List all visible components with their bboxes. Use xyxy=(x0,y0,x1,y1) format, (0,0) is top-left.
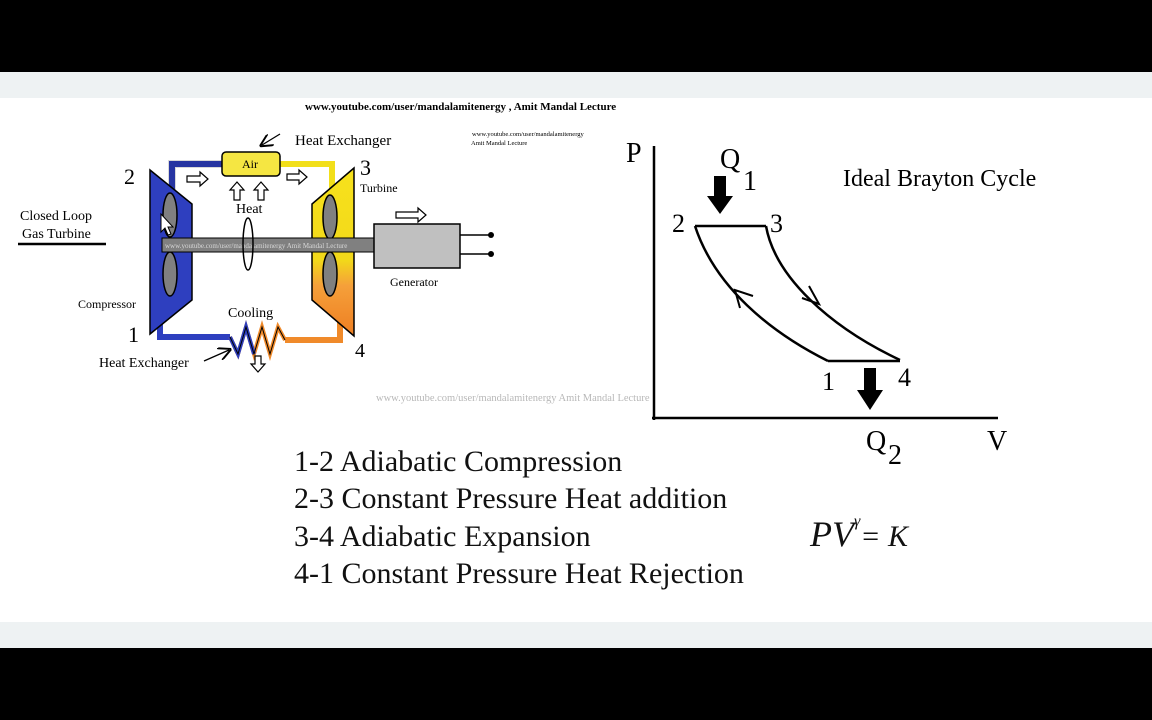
shaft-watermark: www.youtube.com/user/mandalamitenergy Am… xyxy=(165,242,347,250)
heat-exchanger-top-label: Heat Exchanger xyxy=(295,133,391,149)
top-letterbox xyxy=(0,0,1152,72)
q1-subscript: 1 xyxy=(743,166,757,197)
slide-top-stripe xyxy=(0,72,1152,98)
generator-output-arrow xyxy=(395,206,427,224)
watermark-bottom: www.youtube.com/user/mandalamitenergy Am… xyxy=(376,393,650,404)
generator-terminal-2 xyxy=(488,251,494,257)
turbine-label: Turbine xyxy=(360,181,398,195)
pv-point-2: 2 xyxy=(672,209,685,238)
bottom-letterbox xyxy=(0,648,1152,720)
pv-point-4: 4 xyxy=(898,363,911,392)
q1-label: Q xyxy=(720,144,740,175)
generator-label: Generator xyxy=(390,275,438,289)
pv-diagram: P V Q 1 Q 2 2 3 1 4 Ideal Brayton Cycle xyxy=(626,138,1036,471)
q2-subscript: 2 xyxy=(888,440,902,471)
slide: www.youtube.com/user/mandalamitenergy , … xyxy=(0,72,1152,648)
flow-arrow-2 xyxy=(286,168,308,186)
air-box xyxy=(221,151,281,177)
expansion-direction-arrow xyxy=(801,285,822,306)
heat-exchanger-bottom-label: Heat Exchanger xyxy=(99,356,189,371)
heat-label: Heat xyxy=(236,202,263,217)
turbine-blade-upper xyxy=(322,194,338,240)
compressor-label: Compressor xyxy=(78,297,136,311)
air-label: Air xyxy=(242,157,258,171)
process-3-4-curve xyxy=(764,225,901,362)
compression-direction-arrow xyxy=(733,288,754,309)
schematic-point-2: 2 xyxy=(124,164,135,189)
q2-label: Q xyxy=(866,426,886,457)
formula-exponent: γ xyxy=(853,513,861,530)
heat-exchanger-bottom-pointer xyxy=(203,350,229,362)
axis-p-label: P xyxy=(626,138,642,169)
schematic-point-4: 4 xyxy=(355,340,365,362)
heat-exchanger-top-pointer xyxy=(262,133,281,145)
schematic-point-1: 1 xyxy=(128,322,139,347)
axis-v-label: V xyxy=(987,426,1007,457)
formula-base: PV xyxy=(810,514,854,554)
schematic-point-3: 3 xyxy=(360,155,371,180)
q2-arrow-icon xyxy=(857,368,883,410)
watermark-top: www.youtube.com/user/mandalamitenergy , … xyxy=(305,101,616,113)
watermark-small-1: www.youtube.com/user/mandalamitenergy xyxy=(472,131,584,138)
process-1-2-curve xyxy=(693,225,829,363)
adiabatic-formula: PVγ= K xyxy=(810,513,908,555)
shaft-rotation-ring xyxy=(242,217,254,271)
watermark-small-2: Amit Mandal Lecture xyxy=(471,140,527,147)
flow-arrow-1 xyxy=(186,170,209,188)
process-1-2: 1-2 Adiabatic Compression xyxy=(294,445,623,478)
pv-point-3: 3 xyxy=(770,209,783,238)
generator-terminal-1 xyxy=(488,232,494,238)
compressor-blade-lower xyxy=(162,251,178,297)
heat-arrow-1 xyxy=(228,181,246,201)
pv-point-1: 1 xyxy=(822,367,835,396)
pipe-compressor-outlet xyxy=(169,161,222,190)
pv-diagram-title: Ideal Brayton Cycle xyxy=(843,166,1036,192)
process-4-1: 4-1 Constant Pressure Heat Rejection xyxy=(294,557,744,590)
cooling-label: Cooling xyxy=(228,306,273,321)
generator-body xyxy=(373,223,461,269)
pipe-turbine-outlet xyxy=(285,322,343,343)
schematic-title-line2: Gas Turbine xyxy=(22,227,91,242)
slide-bottom-stripe xyxy=(0,622,1152,648)
gas-turbine-schematic: www.youtube.com/user/mandalamitenergy Am… xyxy=(18,133,494,373)
process-3-4: 3-4 Adiabatic Expansion xyxy=(294,520,591,553)
schematic-title-line1: Closed Loop xyxy=(20,209,92,224)
formula-rhs: = K xyxy=(860,520,909,553)
diagram-canvas: www.youtube.com/user/mandalamitenergy , … xyxy=(18,101,1036,471)
mouse-cursor-icon xyxy=(160,212,175,236)
process-2-3: 2-3 Constant Pressure Heat addition xyxy=(294,482,728,515)
turbine-blade-lower xyxy=(322,251,338,297)
heat-arrow-2 xyxy=(252,181,270,201)
pipe-turbine-inlet xyxy=(280,161,335,190)
pipe-compressor-inlet xyxy=(157,322,230,340)
cooling-arrow xyxy=(249,355,267,373)
q1-arrow-icon xyxy=(707,176,733,214)
